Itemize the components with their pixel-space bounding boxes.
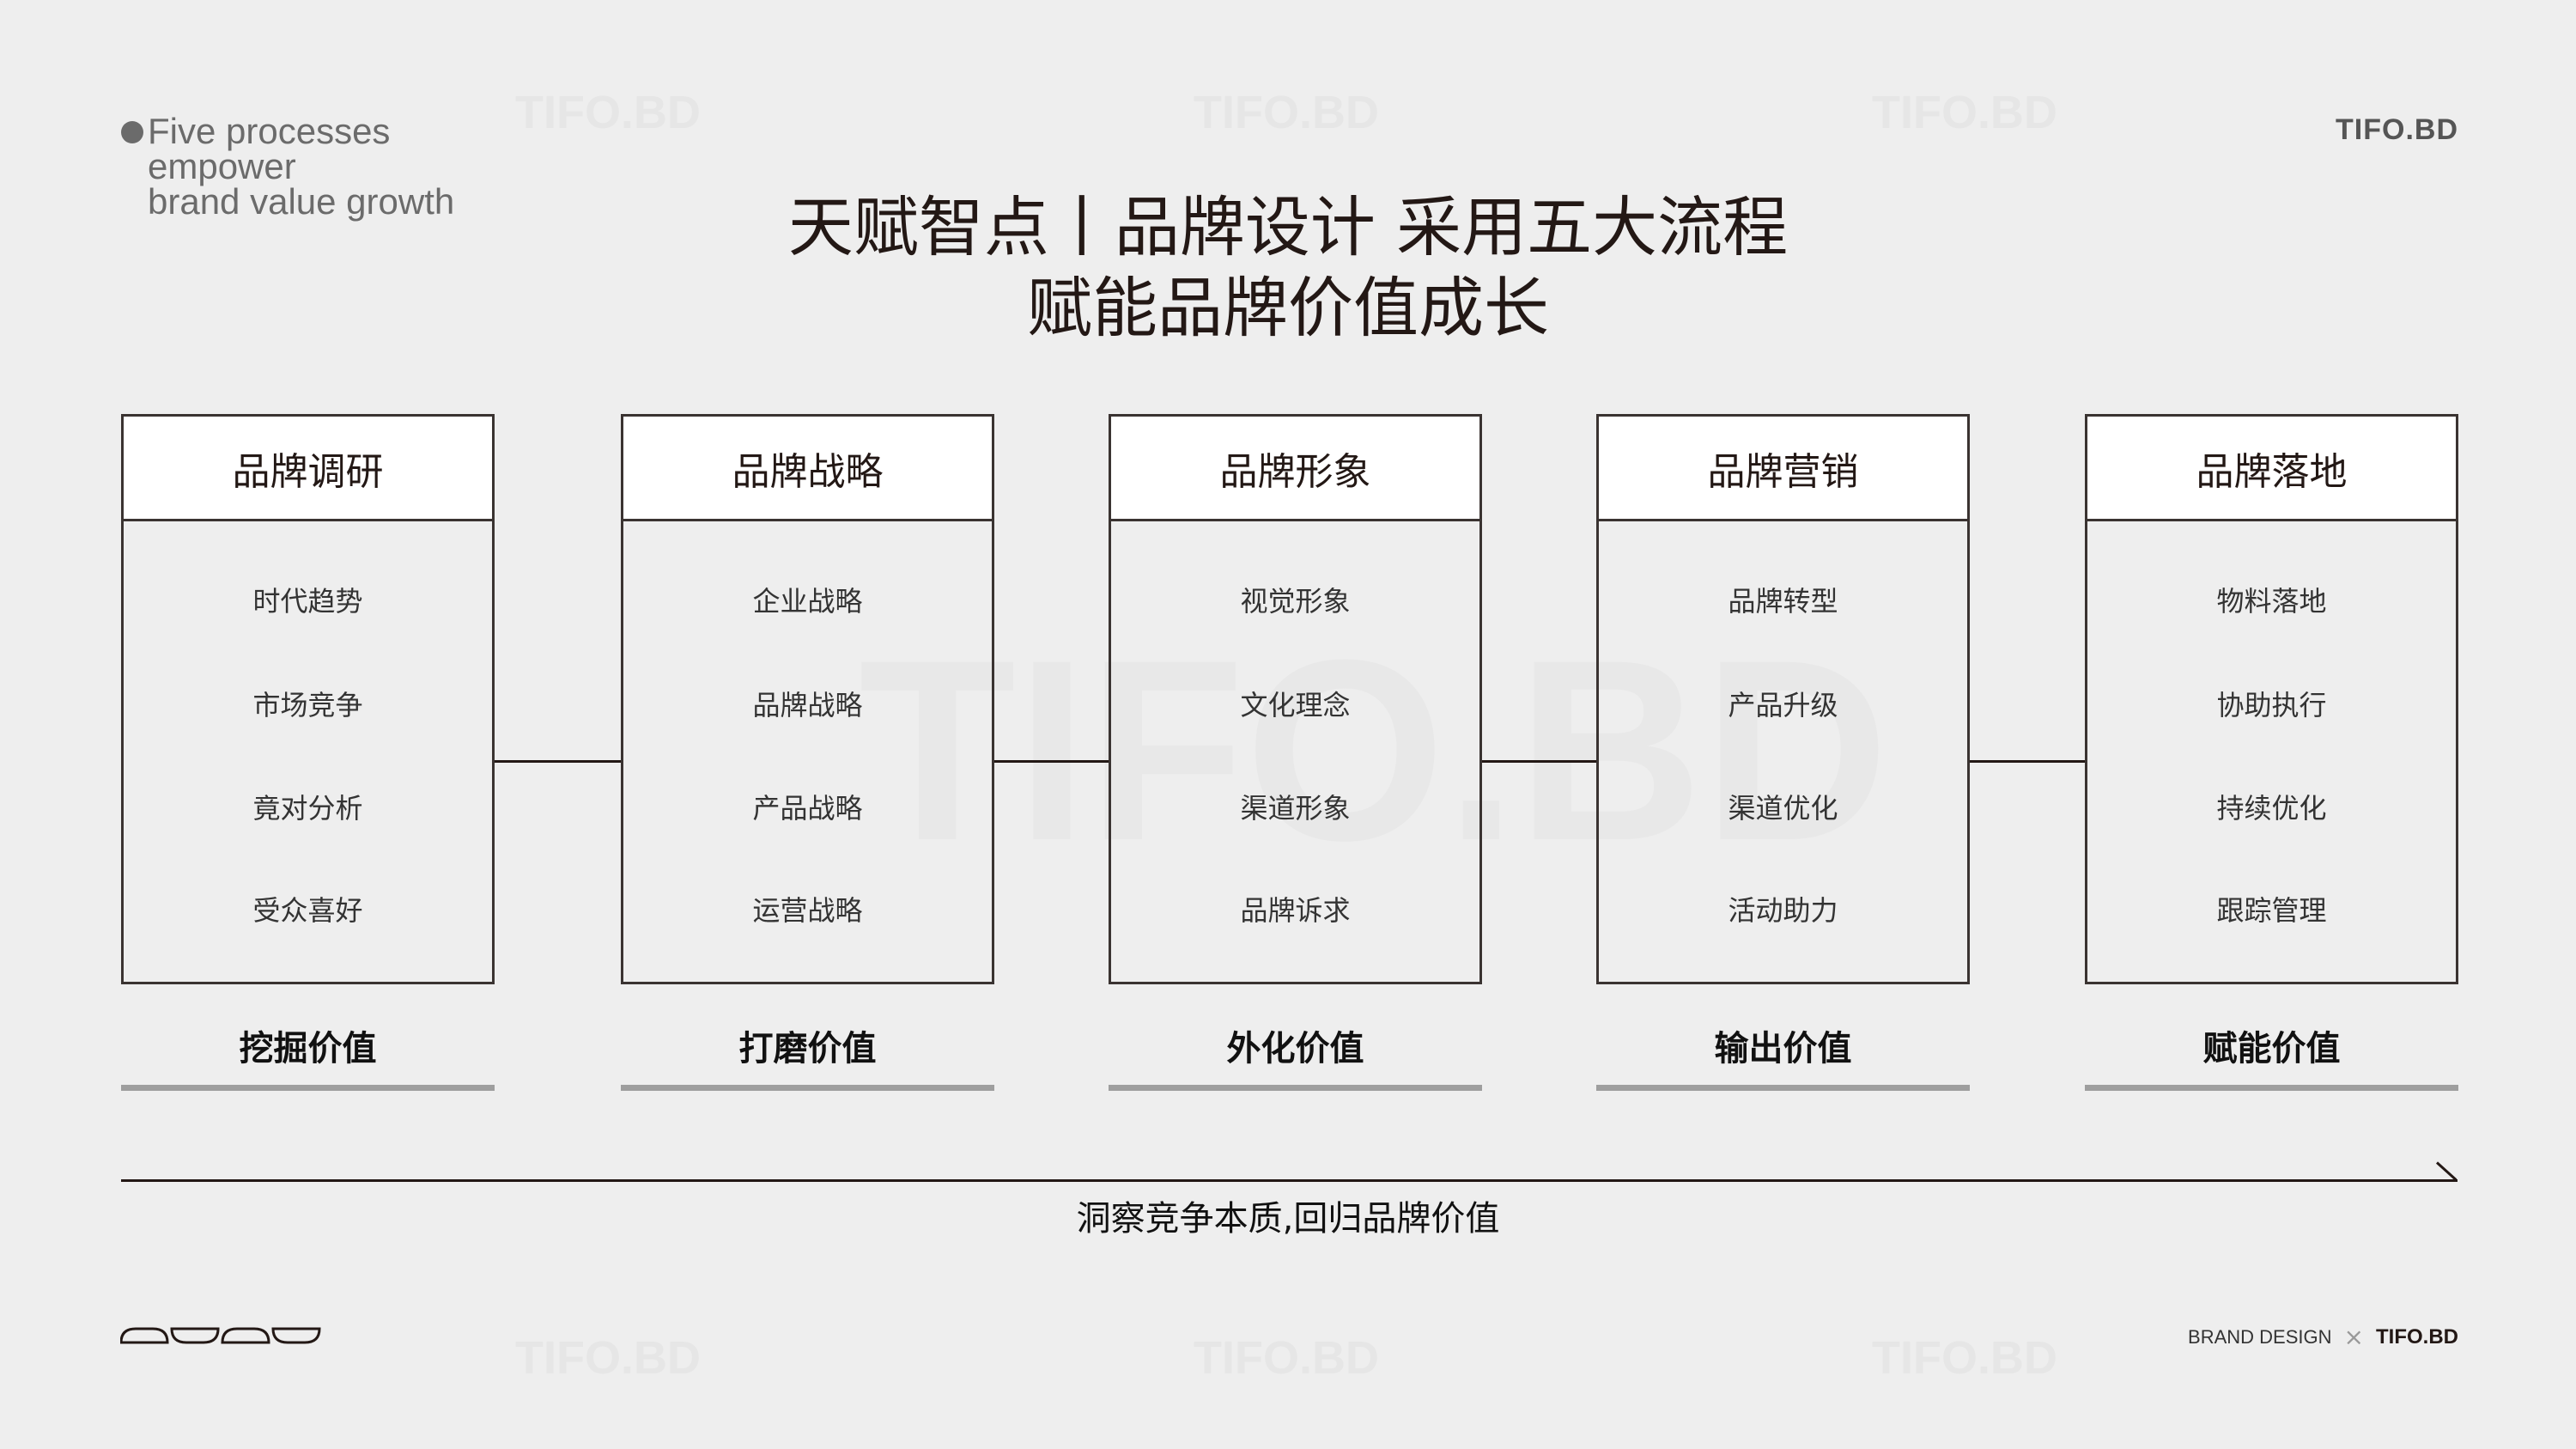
connector-line — [1970, 760, 2085, 763]
page-title: 天赋智点丨品牌设计 采用五大流程 赋能品牌价值成长 — [0, 187, 2576, 349]
stage-underline — [1596, 1085, 1970, 1091]
stage-value: 输出价值 — [1714, 1029, 1852, 1068]
stage-item: 渠道形象 — [1240, 792, 1351, 825]
stage-item: 活动助力 — [1728, 894, 1838, 927]
stage-underline — [2085, 1085, 2458, 1091]
tagline: Five processes empower brand value growt… — [120, 111, 455, 222]
stage-underline — [621, 1085, 994, 1091]
stage-underline — [1109, 1085, 1482, 1091]
stage-box: 品牌营销 品牌转型产品升级渠道优化活动助力 — [1596, 414, 1970, 984]
stage-header: 品牌战略 — [623, 417, 992, 521]
stage-item: 物料落地 — [2216, 585, 2327, 618]
stage-item: 跟踪管理 — [2216, 894, 2327, 927]
watermark: TIFO.BD — [515, 87, 701, 138]
tagline-line: brand value growth — [148, 181, 455, 222]
stage-item: 受众喜好 — [252, 894, 363, 927]
watermark: TIFO.BD — [1872, 87, 2057, 138]
logo: TIFO.BD — [2336, 113, 2458, 146]
connector-line — [994, 760, 1109, 763]
decorative-shapes-icon — [120, 1327, 321, 1344]
stage-underline — [121, 1085, 495, 1091]
watermark: TIFO.BD — [1194, 87, 1379, 138]
timeline-arrow — [121, 1179, 2458, 1182]
stage-item: 企业战略 — [752, 585, 863, 618]
arrow-head-icon — [2435, 1161, 2458, 1181]
background-watermark: TIFO.BD — [859, 606, 1889, 894]
tagline-line: Five processes — [148, 111, 391, 151]
watermark: TIFO.BD — [515, 1332, 701, 1384]
stage-item: 品牌战略 — [752, 689, 863, 721]
stage-item: 渠道优化 — [1728, 792, 1838, 825]
stage-header: 品牌形象 — [1111, 417, 1479, 521]
stage-header: 品牌调研 — [124, 417, 492, 521]
stage-item: 视觉形象 — [1240, 585, 1351, 618]
stage-box: 品牌落地 物料落地协助执行持续优化跟踪管理 — [2085, 414, 2458, 984]
stage-value: 挖掘价值 — [239, 1029, 377, 1068]
brand-design-label: BRAND DESIGN — [2188, 1325, 2332, 1348]
title-line: 赋能品牌价值成长 — [1027, 270, 1549, 346]
stage-box: 品牌形象 视觉形象文化理念渠道形象品牌诉求 — [1109, 414, 1482, 984]
timeline-caption: 洞察竞争本质,回归品牌价值 — [1076, 1199, 1500, 1239]
stage-item: 产品升级 — [1728, 689, 1838, 721]
stage-header: 品牌营销 — [1599, 417, 1967, 521]
title-line: 天赋智点丨品牌设计 采用五大流程 — [787, 189, 1789, 265]
stage-box: 品牌战略 企业战略品牌战略产品战略运营战略 — [621, 414, 994, 984]
stage-value: 赋能价值 — [2202, 1029, 2341, 1068]
stage-item: 市场竞争 — [252, 689, 363, 721]
stage-item: 运营战略 — [752, 894, 863, 927]
bullet-dot-icon — [121, 121, 143, 143]
stage-item: 竟对分析 — [252, 792, 363, 825]
stage-value: 外化价值 — [1226, 1029, 1364, 1068]
watermark: TIFO.BD — [1872, 1332, 2057, 1384]
footer: BRAND DESIGN × TIFO.BD — [2188, 1323, 2458, 1351]
tagline-line: empower — [148, 146, 296, 186]
stage-item: 持续优化 — [2216, 792, 2327, 825]
stage-value: 打磨价值 — [738, 1029, 877, 1068]
stage-item: 产品战略 — [752, 792, 863, 825]
footer-logo: TIFO.BD — [2376, 1324, 2458, 1349]
stage-item: 时代趋势 — [252, 585, 363, 618]
times-icon: × — [2343, 1323, 2364, 1351]
stage-item: 文化理念 — [1240, 689, 1351, 721]
connector-line — [1482, 760, 1596, 763]
stage-box: 品牌调研 时代趋势市场竞争竟对分析受众喜好 — [121, 414, 495, 984]
watermark: TIFO.BD — [1194, 1332, 1379, 1384]
stage-item: 品牌诉求 — [1240, 894, 1351, 927]
connector-line — [495, 760, 621, 763]
stage-item: 品牌转型 — [1728, 585, 1838, 618]
stage-header: 品牌落地 — [2087, 417, 2456, 521]
stage-item: 协助执行 — [2216, 689, 2327, 721]
